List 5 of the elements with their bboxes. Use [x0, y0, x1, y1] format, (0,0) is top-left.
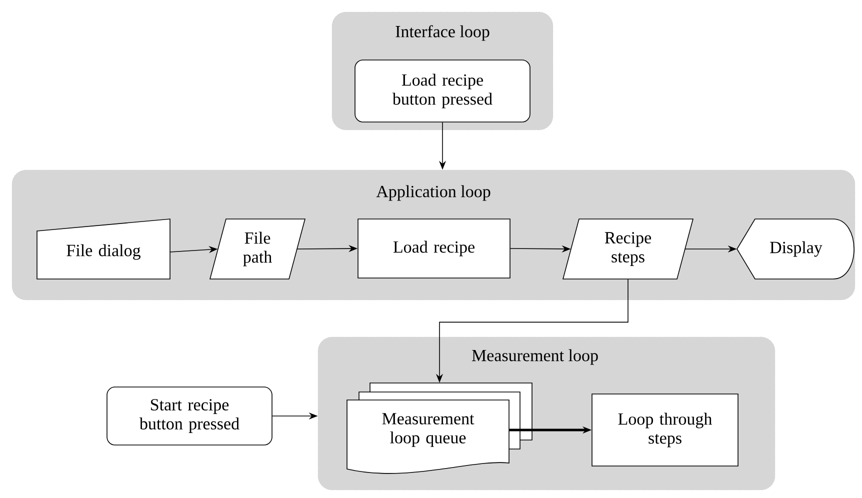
process-box: Load recipe [358, 218, 510, 278]
queue-box: Measurement loop queue [346, 382, 532, 474]
event-box: Load recipe button pressed [354, 60, 530, 122]
process-box: Loop through steps [592, 394, 738, 466]
event-box: Start recipe button pressed [106, 386, 272, 446]
